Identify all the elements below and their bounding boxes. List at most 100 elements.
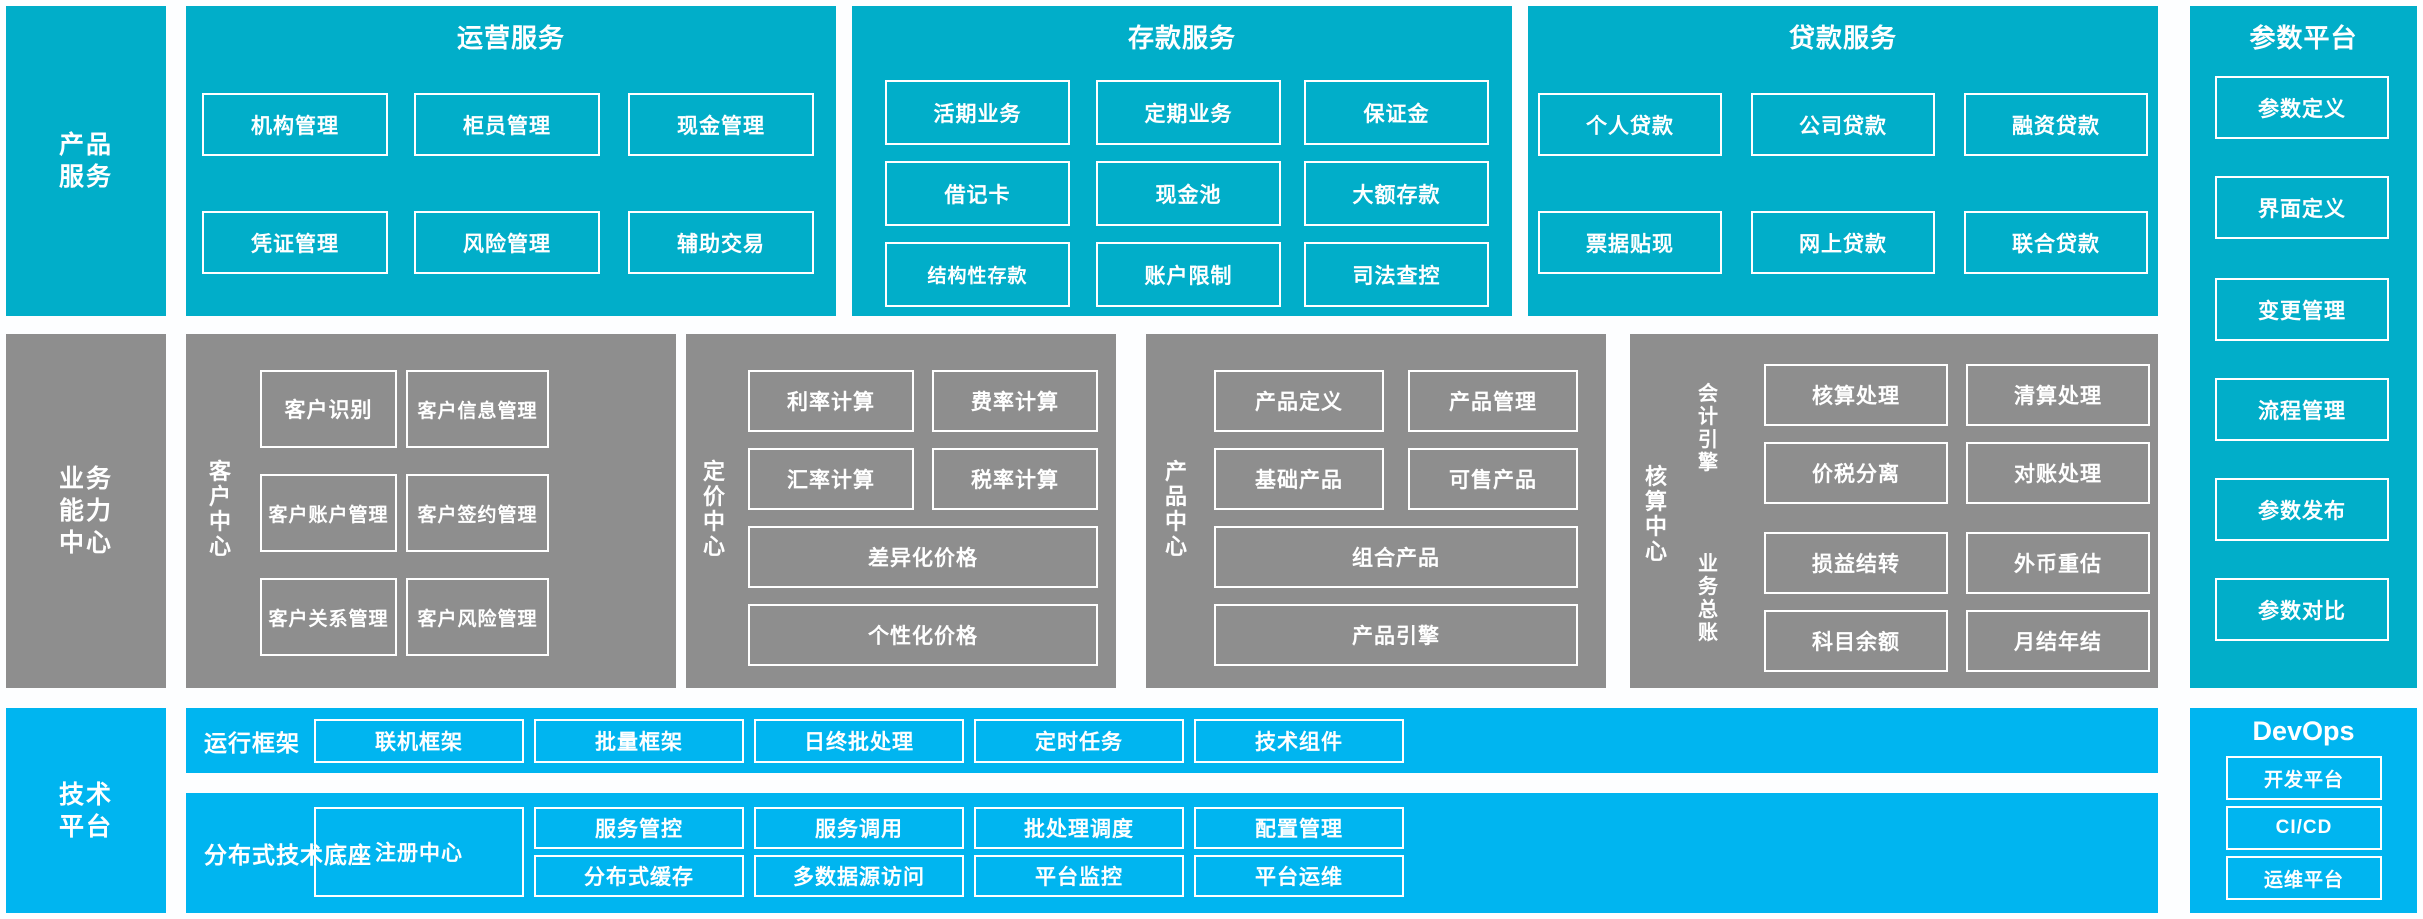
layer-label-product-services: 产品 服务	[6, 6, 166, 316]
tile-fuwu-diaoyong[interactable]: 服务调用	[754, 807, 964, 849]
tile-kehu-qianyue-guanli[interactable]: 客户签约管理	[406, 474, 549, 552]
tile-huoqi-yewu[interactable]: 活期业务	[885, 80, 1070, 145]
tile-fuwu-guankong[interactable]: 服务管控	[534, 807, 744, 849]
tile-dae-cunkuan[interactable]: 大额存款	[1304, 161, 1489, 226]
tile-baozhengjin[interactable]: 保证金	[1304, 80, 1489, 145]
tile-chanpin-dingyi[interactable]: 产品定义	[1214, 370, 1384, 432]
tile-jiegouxing-cunkuan[interactable]: 结构性存款	[885, 242, 1070, 307]
tile-feilv-jisuan[interactable]: 费率计算	[932, 370, 1098, 432]
tile-sifa-chakong[interactable]: 司法查控	[1304, 242, 1489, 307]
tile-dingshi-renwu[interactable]: 定时任务	[974, 719, 1184, 763]
tile-waibi-chonggu[interactable]: 外币重估	[1966, 532, 2150, 594]
tile-pichuli-diaodu[interactable]: 批处理调度	[974, 807, 1184, 849]
tile-rizhong-pichuli[interactable]: 日终批处理	[754, 719, 964, 763]
tile-qingsuan-chuli[interactable]: 清算处理	[1966, 364, 2150, 426]
tile-kehu-shibie[interactable]: 客户识别	[260, 370, 397, 448]
tile-zhanghu-xianzhi[interactable]: 账户限制	[1096, 242, 1281, 307]
tile-fenbushi-huancun[interactable]: 分布式缓存	[534, 855, 744, 897]
tile-rongzi-daikuan[interactable]: 融资贷款	[1964, 93, 2148, 156]
tile-fengxian-guanli[interactable]: 风险管理	[414, 211, 600, 274]
label-line: 中心	[58, 529, 113, 557]
label-line: 平台	[58, 812, 113, 841]
tile-guiyuan-guanli[interactable]: 柜员管理	[414, 93, 600, 156]
center-name-accounting: 核 算 中 心	[1644, 463, 1667, 565]
business-capability-label: 业务 能力 中心	[6, 334, 166, 688]
subgroup-name-business-ledger: 业 务 总 账	[1698, 553, 1718, 644]
tile-kemu-yue[interactable]: 科目余额	[1764, 610, 1948, 672]
tile-jishu-zujian[interactable]: 技术组件	[1194, 719, 1404, 763]
tile-yunwei-pingtai[interactable]: 运维平台	[2226, 856, 2382, 900]
group-title-operation-services: 运营服务	[456, 23, 565, 53]
row-label-runtime-framework: 运行框架	[204, 729, 300, 756]
tile-gongsi-daikuan[interactable]: 公司贷款	[1751, 93, 1935, 156]
tile-jiejika[interactable]: 借记卡	[885, 161, 1070, 226]
tile-duoshujuyuan-fangwen[interactable]: 多数据源访问	[754, 855, 964, 897]
tile-pingtai-jiankong[interactable]: 平台监控	[974, 855, 1184, 897]
center-product: 产 品 中 心 产品定义 产品管理 基础产品 可售产品 组合产品 产品引擎	[1146, 334, 1606, 688]
product-services-label: 产品 服务	[6, 6, 166, 316]
tile-fuzhu-jiaoyi[interactable]: 辅助交易	[628, 211, 814, 274]
tile-huilv-jisuan[interactable]: 汇率计算	[748, 448, 914, 510]
tile-kaifa-pingtai[interactable]: 开发平台	[2226, 756, 2382, 800]
tile-jiashui-fenli[interactable]: 价税分离	[1764, 442, 1948, 504]
tile-jichu-chanpin[interactable]: 基础产品	[1214, 448, 1384, 510]
tile-kehu-guanxi-guanli[interactable]: 客户关系管理	[260, 578, 397, 656]
tile-hesuan-chuli[interactable]: 核算处理	[1764, 364, 1948, 426]
tile-canshu-dingyi[interactable]: 参数定义	[2215, 76, 2389, 139]
layer-label-business-capability: 业务 能力 中心	[6, 334, 166, 688]
tile-xianjin-guanli[interactable]: 现金管理	[628, 93, 814, 156]
tile-biangeng-guanli[interactable]: 变更管理	[2215, 278, 2389, 341]
center-customer: 客 户 中 心 客户识别 客户信息管理 客户账户管理 客户签约管理 客户关系管理…	[186, 334, 676, 688]
tile-chanpin-guanli[interactable]: 产品管理	[1408, 370, 1578, 432]
tile-shuilv-jisuan[interactable]: 税率计算	[932, 448, 1098, 510]
center-name-customer: 客 户 中 心	[208, 458, 231, 560]
row-distributed-tech-base: 分布式技术底座 注册中心 服务管控 服务调用 批处理调度 配置管理 分布式缓存 …	[186, 793, 2158, 913]
tile-peizhi-guanli[interactable]: 配置管理	[1194, 807, 1404, 849]
label-line: 服务	[58, 163, 113, 191]
tile-kehu-xinxi-guanli[interactable]: 客户信息管理	[406, 370, 549, 448]
tile-jiemian-dingyi[interactable]: 界面定义	[2215, 176, 2389, 239]
tile-chayihua-jiage[interactable]: 差异化价格	[748, 526, 1098, 588]
tile-yuejie-nianjie[interactable]: 月结年结	[1966, 610, 2150, 672]
tile-gexinghua-jiage[interactable]: 个性化价格	[748, 604, 1098, 666]
group-loan-services: 贷款服务 个人贷款 公司贷款 融资贷款 票据贴现 网上贷款 联合贷款	[1528, 6, 2158, 316]
tile-canshu-fabu[interactable]: 参数发布	[2215, 478, 2389, 541]
tile-kehu-zhanghu-guanli[interactable]: 客户账户管理	[260, 474, 397, 552]
group-title-loan-services: 贷款服务	[1788, 23, 1897, 53]
tile-chanpin-yinqing[interactable]: 产品引擎	[1214, 604, 1578, 666]
tile-pingtai-yunwei[interactable]: 平台运维	[1194, 855, 1404, 897]
tile-dingqi-yewu[interactable]: 定期业务	[1096, 80, 1281, 145]
tile-sunyi-jiezhuan[interactable]: 损益结转	[1764, 532, 1948, 594]
group-parameter-platform: 参数平台 参数定义 界面定义 变更管理 流程管理 参数发布 参数对比	[2190, 6, 2417, 688]
tile-canshu-duibi[interactable]: 参数对比	[2215, 578, 2389, 641]
center-name-pricing: 定 价 中 心	[702, 458, 725, 560]
row-label-distributed-tech-base: 分布式技术底座	[204, 842, 372, 868]
tile-xianjinchi[interactable]: 现金池	[1096, 161, 1281, 226]
tile-pingzheng-guanli[interactable]: 凭证管理	[202, 211, 388, 274]
tile-duizhang-chuli[interactable]: 对账处理	[1966, 442, 2150, 504]
group-title-deposit-services: 存款服务	[1127, 23, 1236, 53]
tile-kehu-fengxian-guanli[interactable]: 客户风险管理	[406, 578, 549, 656]
tile-lianji-kuangjia[interactable]: 联机框架	[314, 719, 524, 763]
label-line: 技术	[58, 780, 113, 809]
tile-liucheng-guanli[interactable]: 流程管理	[2215, 378, 2389, 441]
tile-geren-daikuan[interactable]: 个人贷款	[1538, 93, 1722, 156]
tile-piliang-kuangjia[interactable]: 批量框架	[534, 719, 744, 763]
tile-lianhe-daikuan[interactable]: 联合贷款	[1964, 211, 2148, 274]
tile-wangshang-daikuan[interactable]: 网上贷款	[1751, 211, 1935, 274]
tile-ci-cd[interactable]: CI/CD	[2226, 806, 2382, 850]
center-name-product: 产 品 中 心	[1164, 458, 1187, 560]
label-line: 产品	[58, 131, 113, 159]
tile-jigou-guanli[interactable]: 机构管理	[202, 93, 388, 156]
tile-zuhe-chanpin[interactable]: 组合产品	[1214, 526, 1578, 588]
subgroup-name-accounting-engine: 会 计 引 擎	[1698, 383, 1718, 474]
label-line: 业务	[58, 465, 113, 493]
group-deposit-services: 存款服务 活期业务 定期业务 保证金 借记卡 现金池 大额存款 结构性存款 账户…	[852, 6, 1512, 316]
tile-zhuce-zhongxin[interactable]: 注册中心	[314, 807, 524, 897]
center-accounting: 核 算 中 心 会 计 引 擎 业 务 总 账 核算处理 清算处理 价税分离 对…	[1630, 334, 2158, 688]
tile-piaoju-tiexian[interactable]: 票据贴现	[1538, 211, 1722, 274]
tile-keshou-chanpin[interactable]: 可售产品	[1408, 448, 1578, 510]
tile-lilv-jisuan[interactable]: 利率计算	[748, 370, 914, 432]
label-line: 能力	[58, 497, 113, 525]
